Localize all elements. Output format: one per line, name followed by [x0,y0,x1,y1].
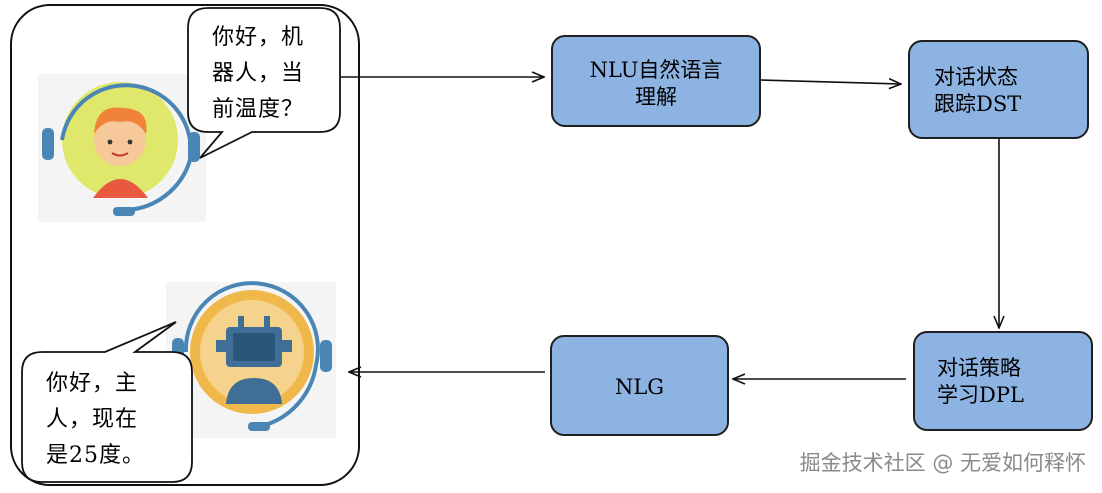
watermark: 掘金技术社区 @ 无爱如何释怀 [799,451,1086,475]
node-dpl-label: 对话策略 [937,356,1021,380]
node-nlu: NLU自然语言 理解 [551,35,761,127]
user-utterance-line: 器人，当 [212,61,305,86]
user-utterance-line: 你好，机 [212,25,305,50]
user-utterance: 你好，机 器人，当 前温度？ [212,20,330,128]
node-dpl-label: 学习DPL [937,383,1024,407]
node-nlu-label: 理解 [635,85,677,109]
node-dst-label: 跟踪DST [934,92,1022,116]
node-nlu-label: NLU自然语言 [589,58,723,82]
arrow-nlu-to-dst [760,80,901,84]
robot-utterance: 你好，主 人，现在 是25度。 [46,366,176,474]
robot-utterance-line: 你好，主 [46,371,139,396]
robot-utterance-line: 人，现在 [46,407,139,432]
user-headset-avatar-icon [38,74,206,222]
user-speech-bubble [187,7,341,159]
robot-speech-bubble [21,321,193,483]
user-utterance-line: 前温度？ [212,97,305,122]
node-nlg-label: NLG [614,375,665,399]
robot-headset-avatar-icon [166,281,336,438]
robot-utterance-line: 是25度。 [46,443,145,468]
node-dst: 对话状态 跟踪DST [908,40,1089,139]
node-dst-label: 对话状态 [934,65,1018,89]
node-nlg: NLG [550,335,729,436]
node-dpl: 对话策略 学习DPL [913,331,1093,431]
dialogue-panel [10,4,360,486]
